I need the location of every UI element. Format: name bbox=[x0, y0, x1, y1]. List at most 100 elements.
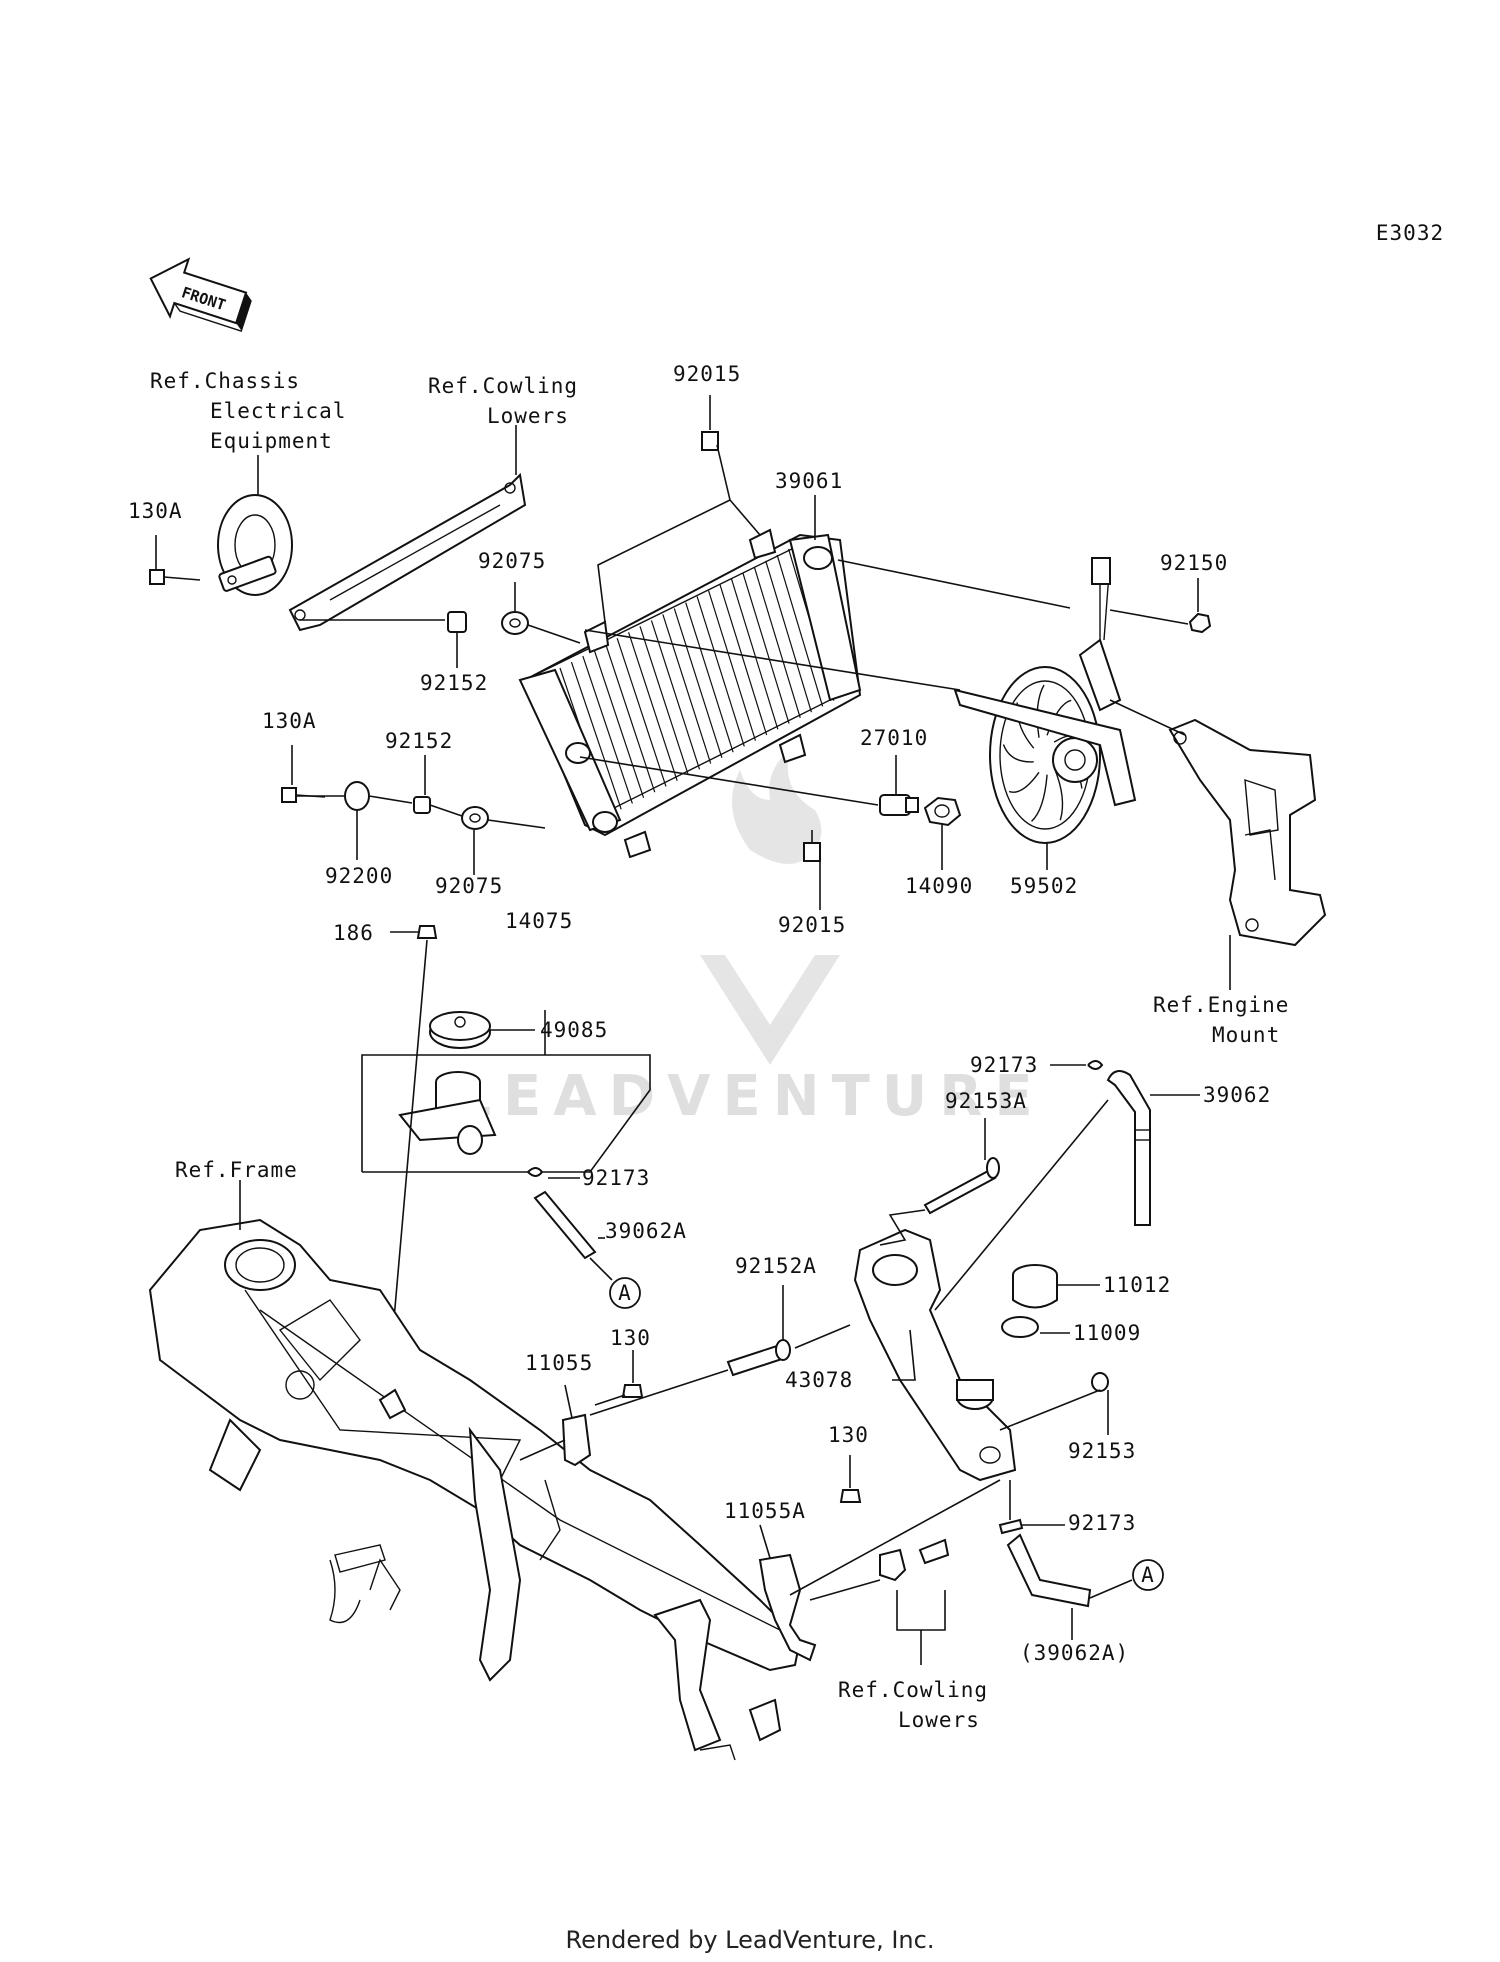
label-11009: 11009 bbox=[1073, 1321, 1141, 1345]
label-92153: 92153 bbox=[1068, 1439, 1136, 1463]
radiator-fin bbox=[742, 572, 790, 724]
washer-92200 bbox=[344, 781, 370, 811]
fan-blade bbox=[1031, 774, 1048, 822]
footer-credit: Rendered by LeadVenture, Inc. bbox=[566, 1926, 935, 1954]
watermark: LEADVENTURE bbox=[455, 750, 1044, 1129]
watermark-text: LEADVENTURE bbox=[455, 1064, 1044, 1129]
ref-frame: Ref.Frame bbox=[175, 1158, 298, 1182]
bolt-130-upper bbox=[594, 1350, 644, 1406]
label-92152-lower: 92152 bbox=[385, 729, 453, 753]
radiator-fin bbox=[662, 614, 712, 764]
clamp-92173-lower bbox=[998, 1480, 1065, 1535]
label-14075: 14075 bbox=[505, 909, 573, 933]
ref-cowling-top-line1: Ref.Cowling bbox=[428, 374, 578, 398]
label-92152a: 92152A bbox=[735, 1254, 817, 1278]
collar-92152-lower bbox=[413, 796, 431, 814]
fan-blade bbox=[1008, 771, 1040, 793]
motorcycle-frame bbox=[148, 1218, 802, 1761]
label-59502: 59502 bbox=[1010, 874, 1078, 898]
clip-92015-upper bbox=[701, 431, 719, 451]
radiator-fin bbox=[730, 578, 779, 730]
front-arrow-icon: FRONT bbox=[149, 257, 252, 332]
radiator-fin bbox=[639, 626, 689, 776]
ref-engine-mount-line1: Ref.Engine bbox=[1153, 993, 1289, 1017]
screw-186 bbox=[389, 925, 438, 1366]
reservoir-tank bbox=[853, 1228, 1017, 1482]
label-39062a-paren: (39062A) bbox=[1020, 1641, 1129, 1665]
clip-92015-lower bbox=[803, 842, 821, 862]
diagram-code: E3032 bbox=[1376, 221, 1444, 245]
radiator-fin bbox=[673, 608, 723, 759]
label-186: 186 bbox=[333, 921, 374, 945]
radiator-fin bbox=[707, 590, 757, 741]
label-43078: 43078 bbox=[785, 1368, 853, 1392]
radiator-fin bbox=[765, 560, 813, 713]
cooling-fan bbox=[953, 557, 1137, 844]
connection-a-lower-label: A bbox=[1141, 1563, 1155, 1587]
radiator-fin bbox=[593, 649, 645, 799]
ref-chassis-line2: Electrical bbox=[210, 399, 346, 423]
radiator-fin bbox=[685, 602, 734, 753]
engine-mount-bracket bbox=[1168, 718, 1327, 947]
label-92075-upper: 92075 bbox=[478, 549, 546, 573]
bolt-130-lower bbox=[839, 1455, 862, 1503]
radiator-fin bbox=[616, 638, 667, 787]
label-39062: 39062 bbox=[1203, 1083, 1271, 1107]
horn bbox=[217, 494, 293, 596]
bolt-130a-lower bbox=[281, 787, 326, 803]
ref-cowling-top-line2: Lowers bbox=[487, 404, 569, 428]
filler-neck-group: A bbox=[361, 1010, 651, 1309]
label-92015-lower: 92015 bbox=[778, 913, 846, 937]
hose-39062a-lower: A bbox=[1006, 1533, 1164, 1640]
gasket-11009 bbox=[1001, 1316, 1070, 1338]
leader-43078 bbox=[892, 1329, 916, 1381]
bolt-130a-upper bbox=[149, 569, 201, 585]
label-11055: 11055 bbox=[525, 1351, 593, 1375]
label-92152-upper: 92152 bbox=[420, 671, 488, 695]
label-130-upper: 130 bbox=[610, 1326, 651, 1350]
clamp-92173-upper-right bbox=[1050, 1060, 1104, 1070]
radiator-fin bbox=[650, 620, 701, 770]
label-92200: 92200 bbox=[325, 864, 393, 888]
label-92173-filler: 92173 bbox=[582, 1166, 650, 1190]
connection-a-lower bbox=[1132, 1559, 1164, 1591]
bracket-11055a bbox=[758, 1479, 1001, 1662]
label-92015-upper: 92015 bbox=[673, 362, 741, 386]
label-130a-lower: 130A bbox=[262, 709, 317, 733]
radiator-fin bbox=[582, 655, 633, 804]
label-39061: 39061 bbox=[775, 469, 843, 493]
ref-chassis-line1: Ref.Chassis bbox=[150, 369, 300, 393]
label-130-lower: 130 bbox=[828, 1423, 869, 1447]
cowling-bracket bbox=[288, 472, 527, 632]
collar-92152a bbox=[589, 1285, 851, 1416]
label-11055a: 11055A bbox=[724, 1499, 806, 1523]
hose-39062 bbox=[934, 1070, 1200, 1311]
label-27010: 27010 bbox=[860, 726, 928, 750]
label-39062a: 39062A bbox=[605, 1219, 687, 1243]
radiator-fin bbox=[719, 584, 768, 736]
ref-cowling-bottom-line1: Ref.Cowling bbox=[838, 1678, 988, 1702]
connection-a-upper-label: A bbox=[618, 1281, 632, 1305]
label-130a-upper: 130A bbox=[128, 499, 183, 523]
fan-blade bbox=[1036, 684, 1045, 738]
radiator-fin bbox=[776, 554, 824, 707]
label-92153a: 92153A bbox=[945, 1089, 1027, 1113]
connection-a-upper bbox=[609, 1277, 641, 1309]
grommet-92075-upper bbox=[501, 611, 529, 635]
fan-switch bbox=[879, 794, 919, 816]
label-92075-lower: 92075 bbox=[435, 874, 503, 898]
label-11012: 11012 bbox=[1103, 1273, 1171, 1297]
label-49085: 49085 bbox=[540, 1018, 608, 1042]
label-92173-upper-right: 92173 bbox=[970, 1053, 1038, 1077]
label-14090: 14090 bbox=[905, 874, 973, 898]
bracket-11055 bbox=[519, 1384, 592, 1467]
bolt-92153 bbox=[999, 1372, 1109, 1435]
radiator-fin bbox=[753, 566, 801, 719]
leader-lines-top bbox=[155, 395, 1231, 990]
radiator-fin bbox=[696, 596, 745, 747]
radiator bbox=[518, 528, 862, 859]
part-number-labels: 130A 92015 39061 92075 92150 92152 130A … bbox=[128, 362, 1271, 1665]
bolt-92153a bbox=[879, 1118, 1000, 1246]
